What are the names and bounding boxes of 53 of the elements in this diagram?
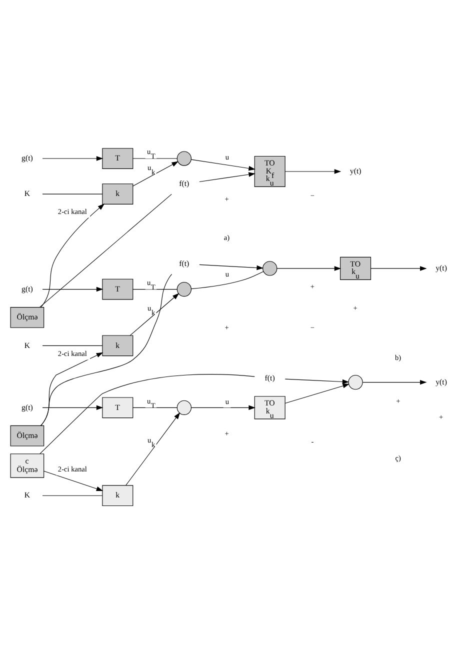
node-text: K bbox=[24, 340, 30, 350]
node-text: g(t) bbox=[22, 284, 33, 294]
node-circle bbox=[348, 374, 363, 390]
arrow bbox=[42, 405, 104, 410]
arrow bbox=[191, 159, 256, 171]
connector bbox=[132, 158, 178, 159]
arrow bbox=[370, 266, 427, 271]
node-box: T bbox=[102, 397, 134, 418]
arrow bbox=[44, 470, 104, 492]
arrow bbox=[130, 293, 180, 336]
node-box: Ölçmə bbox=[10, 307, 44, 328]
node-text: g(t) bbox=[22, 402, 33, 412]
node-text: K bbox=[24, 189, 30, 198]
arrow bbox=[199, 264, 264, 270]
node-text: y(t) bbox=[350, 166, 362, 176]
node-text: K bbox=[24, 490, 30, 500]
connector bbox=[40, 274, 172, 426]
node-box: T bbox=[102, 148, 134, 169]
node-text: f(t) bbox=[264, 373, 275, 382]
arrow bbox=[42, 286, 104, 292]
node-box: k bbox=[102, 335, 134, 356]
node-text: f(t) bbox=[179, 178, 190, 188]
connector bbox=[190, 271, 264, 290]
node-box: T bbox=[102, 278, 134, 300]
arrow bbox=[126, 412, 180, 486]
arrow bbox=[42, 156, 104, 161]
connector bbox=[132, 407, 178, 408]
arrow bbox=[199, 172, 256, 182]
node-box: k bbox=[102, 184, 134, 204]
connector bbox=[42, 345, 103, 346]
arrow bbox=[284, 169, 342, 174]
arrow bbox=[191, 405, 256, 410]
connector bbox=[132, 289, 178, 290]
connector bbox=[42, 495, 103, 496]
node-box: Ölçmə bbox=[10, 425, 44, 446]
arrow bbox=[362, 380, 427, 385]
node-text: y(t) bbox=[436, 264, 447, 273]
arrow bbox=[40, 204, 105, 308]
node-circle bbox=[262, 261, 278, 276]
node-box: k bbox=[102, 485, 134, 506]
node-text: y(t) bbox=[436, 377, 447, 386]
arrow bbox=[40, 352, 104, 426]
node-text: f(t) bbox=[179, 259, 190, 268]
node-text: g(t) bbox=[22, 154, 33, 163]
node-circle bbox=[176, 400, 192, 415]
node-circle bbox=[176, 282, 192, 297]
arrow bbox=[284, 378, 350, 384]
connector bbox=[39, 194, 172, 308]
node-circle bbox=[176, 151, 192, 166]
arrow bbox=[276, 266, 342, 271]
arrow bbox=[284, 384, 350, 404]
node-box: c Ölçmə bbox=[10, 454, 44, 478]
connector bbox=[40, 374, 255, 454]
